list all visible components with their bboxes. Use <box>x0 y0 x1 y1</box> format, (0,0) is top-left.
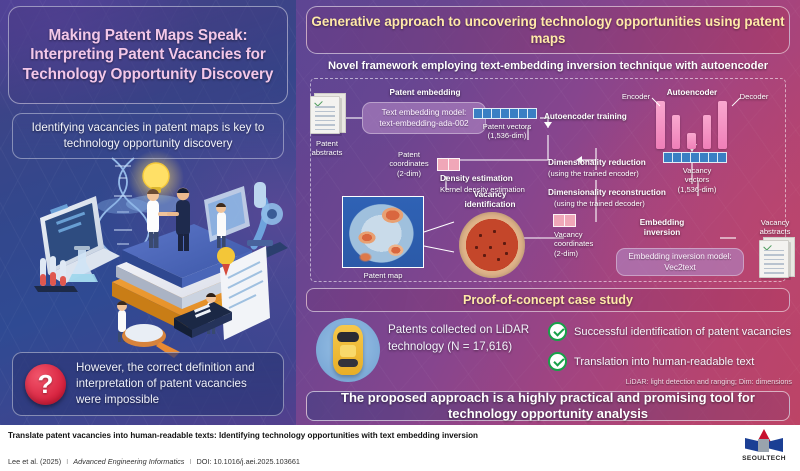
vacancy-abstracts-group: Vacancy abstracts <box>752 218 798 278</box>
research-illustration <box>4 150 296 360</box>
patent-abstracts-group: Patent abstracts <box>310 93 350 158</box>
poc-results-list: Successful identification of patent vaca… <box>548 322 794 382</box>
car-rear-window <box>338 359 358 367</box>
autoencoder-bars <box>650 99 734 149</box>
doc-lines <box>315 106 335 133</box>
dimensionality-reconstruction-subtitle: (using the trained decoder) <box>554 199 645 208</box>
left-panel: Making Patent Maps Speak: Interpreting P… <box>0 0 296 425</box>
vacancy-vectors-group: Vacancy vectors (1,536-dim) <box>663 152 730 194</box>
dimensionality-reconstruction-title: Dimensionality reconstruction <box>548 188 666 197</box>
density-estimation-subtitle: Kernel density estimation <box>440 185 525 194</box>
lidar-car-icon <box>316 318 380 382</box>
citation-line: Lee et al. (2025) I Advanced Engineering… <box>8 457 300 466</box>
decoder-label: Decoder <box>739 92 769 101</box>
abbreviation-note: LiDAR: light detection and ranging; Dim:… <box>625 377 792 386</box>
list-item: Successful identification of patent vaca… <box>548 322 794 341</box>
approach-banner: Generative approach to uncovering techno… <box>306 6 790 54</box>
vacancy-vectors-strip <box>663 152 730 163</box>
car-roof <box>340 345 356 357</box>
key-message-box: Identifying vacancies in patent maps is … <box>12 113 284 159</box>
patent-coordinates-label: Patent coordinates (2-dim) <box>389 150 429 178</box>
vacancy-abstracts-icon <box>759 236 795 278</box>
poc-result-label-1: Successful identification of patent vaca… <box>574 325 792 338</box>
right-panel: Generative approach to uncovering techno… <box>296 0 800 425</box>
vacancy-zoom-circle <box>459 212 525 278</box>
logo-gray-block <box>758 439 769 452</box>
autoencoder-title: Autoencoder <box>666 88 718 97</box>
vacancy-vectors-label: Vacancy vectors (1,536-dim) <box>677 166 717 194</box>
logo-mark <box>744 429 784 453</box>
density-estimation-title: Density estimation <box>440 174 513 183</box>
key-message-text: Identifying vacancies in patent maps is … <box>31 121 265 150</box>
inversion-model-box: Embedding inversion model: Vec2text <box>616 248 744 276</box>
patent-embedding-title: Patent embedding <box>389 88 461 97</box>
poc-dataset-text: Patents collected on LiDAR technology (N… <box>388 323 530 353</box>
patent-map-image <box>342 196 424 268</box>
patent-map-label: Patent map <box>363 271 403 280</box>
citation-journal: Advanced Engineering Informatics <box>73 457 185 466</box>
footer: Translate patent vacancies into human-re… <box>0 425 800 471</box>
approach-banner-text: Generative approach to uncovering techno… <box>311 13 785 46</box>
citation-authors: Lee et al. (2025) <box>8 457 62 466</box>
citation-doi[interactable]: DOI: 10.1016/j.aei.2025.103661 <box>196 457 300 466</box>
patent-vectors-strip <box>473 108 540 119</box>
embedding-model-box: Text embedding model: text-embedding-ada… <box>362 102 486 134</box>
conclusion-banner: The proposed approach is a highly practi… <box>306 389 790 421</box>
seoultech-logo: SEOULTECH <box>736 429 792 467</box>
check-circle-icon <box>548 352 567 371</box>
question-mark-icon: ? <box>25 363 66 405</box>
autoencoder-group: Autoencoder <box>650 88 734 149</box>
framework-subtitle: Novel framework employing text-embedding… <box>327 60 769 72</box>
encoder-decoder-leaders <box>651 97 741 107</box>
citation-separator-1: I <box>66 457 69 466</box>
autoencoder-training-label: Autoencoder training <box>544 112 627 121</box>
doc-lines-2 <box>764 249 784 277</box>
dimensionality-reduction-title: Dimensionality reduction <box>548 158 646 167</box>
poc-banner: Proof-of-concept case study <box>306 288 790 312</box>
illustration-svg <box>34 150 288 358</box>
poc-result-label-2: Translation into human-readable text <box>574 355 755 368</box>
dimensionality-reduction-subtitle: (using the trained encoder) <box>548 169 639 178</box>
car-shape <box>333 325 363 375</box>
logo-blue-left <box>745 438 760 452</box>
patent-coordinates-group: Patent coordinates (2-dim) <box>382 150 436 178</box>
patent-vectors-group: Patent vectors (1,536-dim) <box>473 108 540 141</box>
vacancy-coordinates-strip <box>553 214 576 227</box>
patent-abstracts-icon <box>310 93 346 134</box>
patent-coordinates-strip <box>437 158 460 171</box>
encoder-label: Encoder <box>621 92 651 101</box>
conclusion-text: The proposed approach is a highly practi… <box>341 389 755 421</box>
problem-statement-text: However, the correct definition and inte… <box>76 361 255 406</box>
page-title: Making Patent Maps Speak: Interpreting P… <box>22 26 274 83</box>
vacancy-coordinates-label: Vacancy coordinates (2-dim) <box>554 230 594 258</box>
patent-abstracts-label: Patent abstracts <box>311 139 343 158</box>
embedding-inversion-title: Embedding inversion <box>639 218 685 237</box>
logo-text: SEOULTECH <box>742 455 786 462</box>
framework-diagram-region <box>310 78 786 282</box>
vacancy-abstracts-label: Vacancy abstracts <box>759 218 791 237</box>
paper-title: Translate patent vacancies into human-re… <box>8 431 478 440</box>
car-windshield <box>337 332 359 342</box>
poc-banner-text: Proof-of-concept case study <box>462 293 634 307</box>
poster-title-box: Making Patent Maps Speak: Interpreting P… <box>8 6 288 104</box>
list-item: Translation into human-readable text <box>548 352 794 371</box>
check-circle-icon <box>548 322 567 341</box>
patent-vectors-label: Patent vectors (1,536-dim) <box>482 122 532 141</box>
vacancy-identification-label: Vacancy identification <box>464 190 516 209</box>
patent-map-group: Patent map <box>342 196 424 280</box>
logo-blue-right <box>769 438 783 452</box>
citation-separator-2: I <box>189 457 192 466</box>
problem-statement-box: ? However, the correct definition and in… <box>12 352 284 416</box>
